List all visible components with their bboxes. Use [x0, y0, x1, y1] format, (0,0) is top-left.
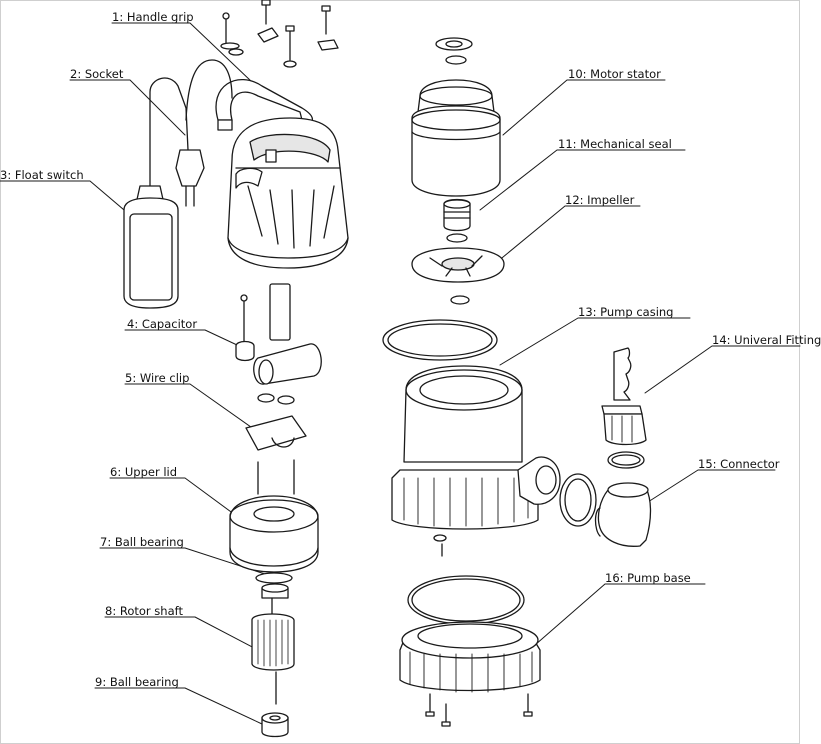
capacitor-part: [235, 283, 322, 385]
upper-lid-part: [229, 459, 319, 573]
label-capacitor: 4: Capacitor: [127, 317, 198, 331]
motor-housing-part: [227, 117, 349, 269]
label-motor-stator: 10: Motor stator: [568, 67, 661, 81]
leader-pump-base: [534, 583, 706, 646]
leader-wire-clip: [124, 383, 259, 433]
label-universal-fitting: 14: Univeral Fitting: [712, 333, 821, 347]
wire-clip-part: [245, 393, 307, 451]
rotor-shaft-part: [251, 597, 295, 705]
universal-fitting-part: [601, 347, 647, 469]
leader-socket: [69, 79, 186, 136]
connector-part: [559, 473, 652, 547]
ball-bearing-lower-part: [261, 712, 289, 738]
leader-upper-lid: [109, 477, 243, 521]
label-float-switch: 3: Float switch: [0, 168, 84, 182]
motor-stator-part: [411, 37, 501, 197]
pump-drawing: [0, 0, 801, 738]
leader-connector: [647, 469, 776, 503]
leader-lines: [0, 22, 801, 725]
label-socket: 2: Socket: [70, 67, 124, 81]
pump-casing-part: [382, 319, 561, 557]
label-pump-casing: 13: Pump casing: [578, 305, 674, 319]
pump-base-part: [399, 575, 541, 727]
label-handle-grip: 1: Handle grip: [112, 10, 194, 24]
label-ball-bearing-lower: 9: Ball bearing: [95, 675, 179, 689]
mechanical-seal-part: [443, 198, 471, 243]
socket-plug-part: [149, 59, 233, 207]
label-mechanical-seal: 11: Mechanical seal: [558, 137, 672, 151]
impeller-part: [411, 247, 505, 305]
label-upper-lid: 6: Upper lid: [110, 465, 178, 479]
leader-impeller: [496, 205, 641, 263]
ball-bearing-upper-part: [255, 572, 293, 599]
leader-motor-stator: [502, 79, 666, 136]
label-impeller: 12: Impeller: [565, 193, 635, 207]
leader-rotor-shaft: [104, 616, 259, 651]
leader-universal-fitting: [644, 345, 801, 394]
leader-pump-casing: [499, 317, 691, 366]
label-rotor-shaft: 8: Rotor shaft: [105, 604, 183, 618]
label-wire-clip: 5: Wire clip: [125, 371, 190, 385]
leader-mechanical-seal: [479, 149, 686, 211]
top-screws: [220, 0, 339, 68]
leader-handle-grip: [111, 22, 253, 83]
float-switch-part: [123, 185, 179, 309]
label-connector: 15: Connector: [698, 457, 780, 471]
label-ball-bearing-upper: 7: Ball bearing: [100, 535, 184, 549]
label-pump-base: 16: Pump base: [605, 571, 691, 585]
handle-grip-part: [215, 79, 314, 131]
leader-ball-bearing-lower: [94, 687, 263, 725]
leader-capacitor: [124, 329, 253, 353]
